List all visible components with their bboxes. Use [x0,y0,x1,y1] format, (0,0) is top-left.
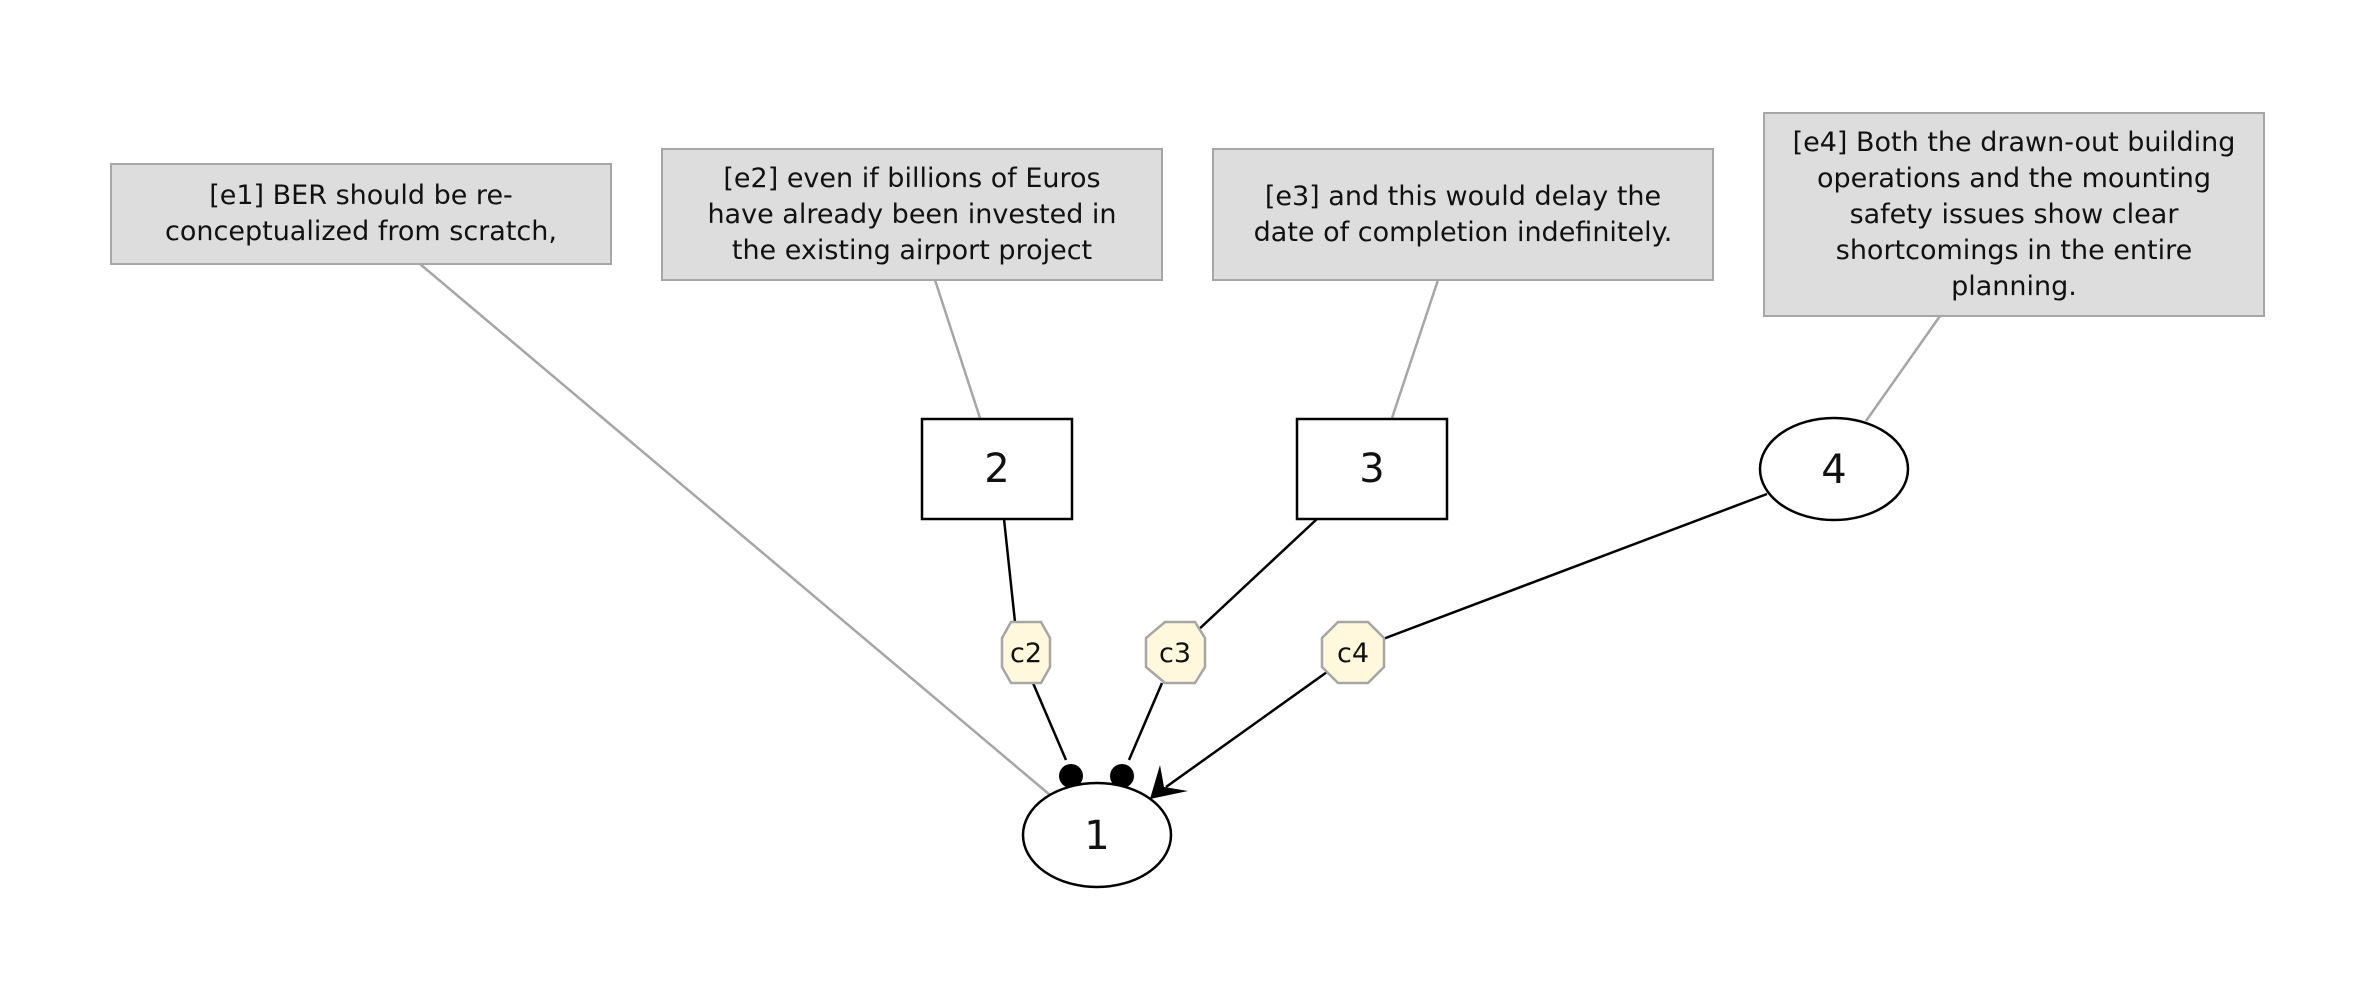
link-e1-node1 [419,263,1051,796]
edu-box-e3[interactable]: [e3] and this would delay the date of co… [1212,148,1714,281]
node-4-label: 4 [1821,447,1846,493]
connector-c2[interactable] [1000,620,1052,685]
connector-c3[interactable] [1144,620,1207,685]
node-3-label: 3 [1359,446,1384,492]
edge-node4-c4 [1382,492,1768,641]
node-2[interactable] [920,417,1074,521]
edge-c2-node1 [1031,682,1068,761]
link-e4-node4 [1864,315,1942,422]
edu-e1-text: [e1] BER should be re-conceptualized fro… [165,180,557,247]
connector-c4-label: c4 [1337,638,1369,669]
edge-c4-node1 [1165,670,1328,789]
node-1[interactable] [1021,781,1173,889]
edu-e2-text: [e2] even if billions of Euros have alre… [707,162,1117,266]
link-e2-node2 [933,279,982,419]
node-4[interactable] [1758,416,1910,522]
attack-head-c2 [1059,764,1083,788]
connector-c4[interactable] [1320,620,1386,685]
support-arrowhead-c4 [1150,765,1188,799]
node-1-label: 1 [1084,813,1109,859]
node-3[interactable] [1295,417,1449,521]
edu-box-e2[interactable]: [e2] even if billions of Euros have alre… [661,148,1163,281]
node-2-label: 2 [984,446,1009,492]
link-e3-node3 [1390,279,1440,419]
connector-c2-label: c2 [1010,638,1042,669]
attack-head-c3 [1110,764,1134,788]
edu-e3-text: [e3] and this would delay the date of co… [1253,180,1673,248]
edu-e4-text: [e4] Both the drawn-out building operati… [1792,126,2236,302]
connector-c3-label: c3 [1159,638,1191,669]
edge-c3-node1 [1127,682,1164,761]
edge-node3-c3 [1195,518,1318,633]
edu-box-e4[interactable]: [e4] Both the drawn-out building operati… [1763,112,2265,317]
edge-node2-c2 [1002,518,1017,623]
edu-box-e1[interactable]: [e1] BER should be re-conceptualized fro… [110,163,612,265]
